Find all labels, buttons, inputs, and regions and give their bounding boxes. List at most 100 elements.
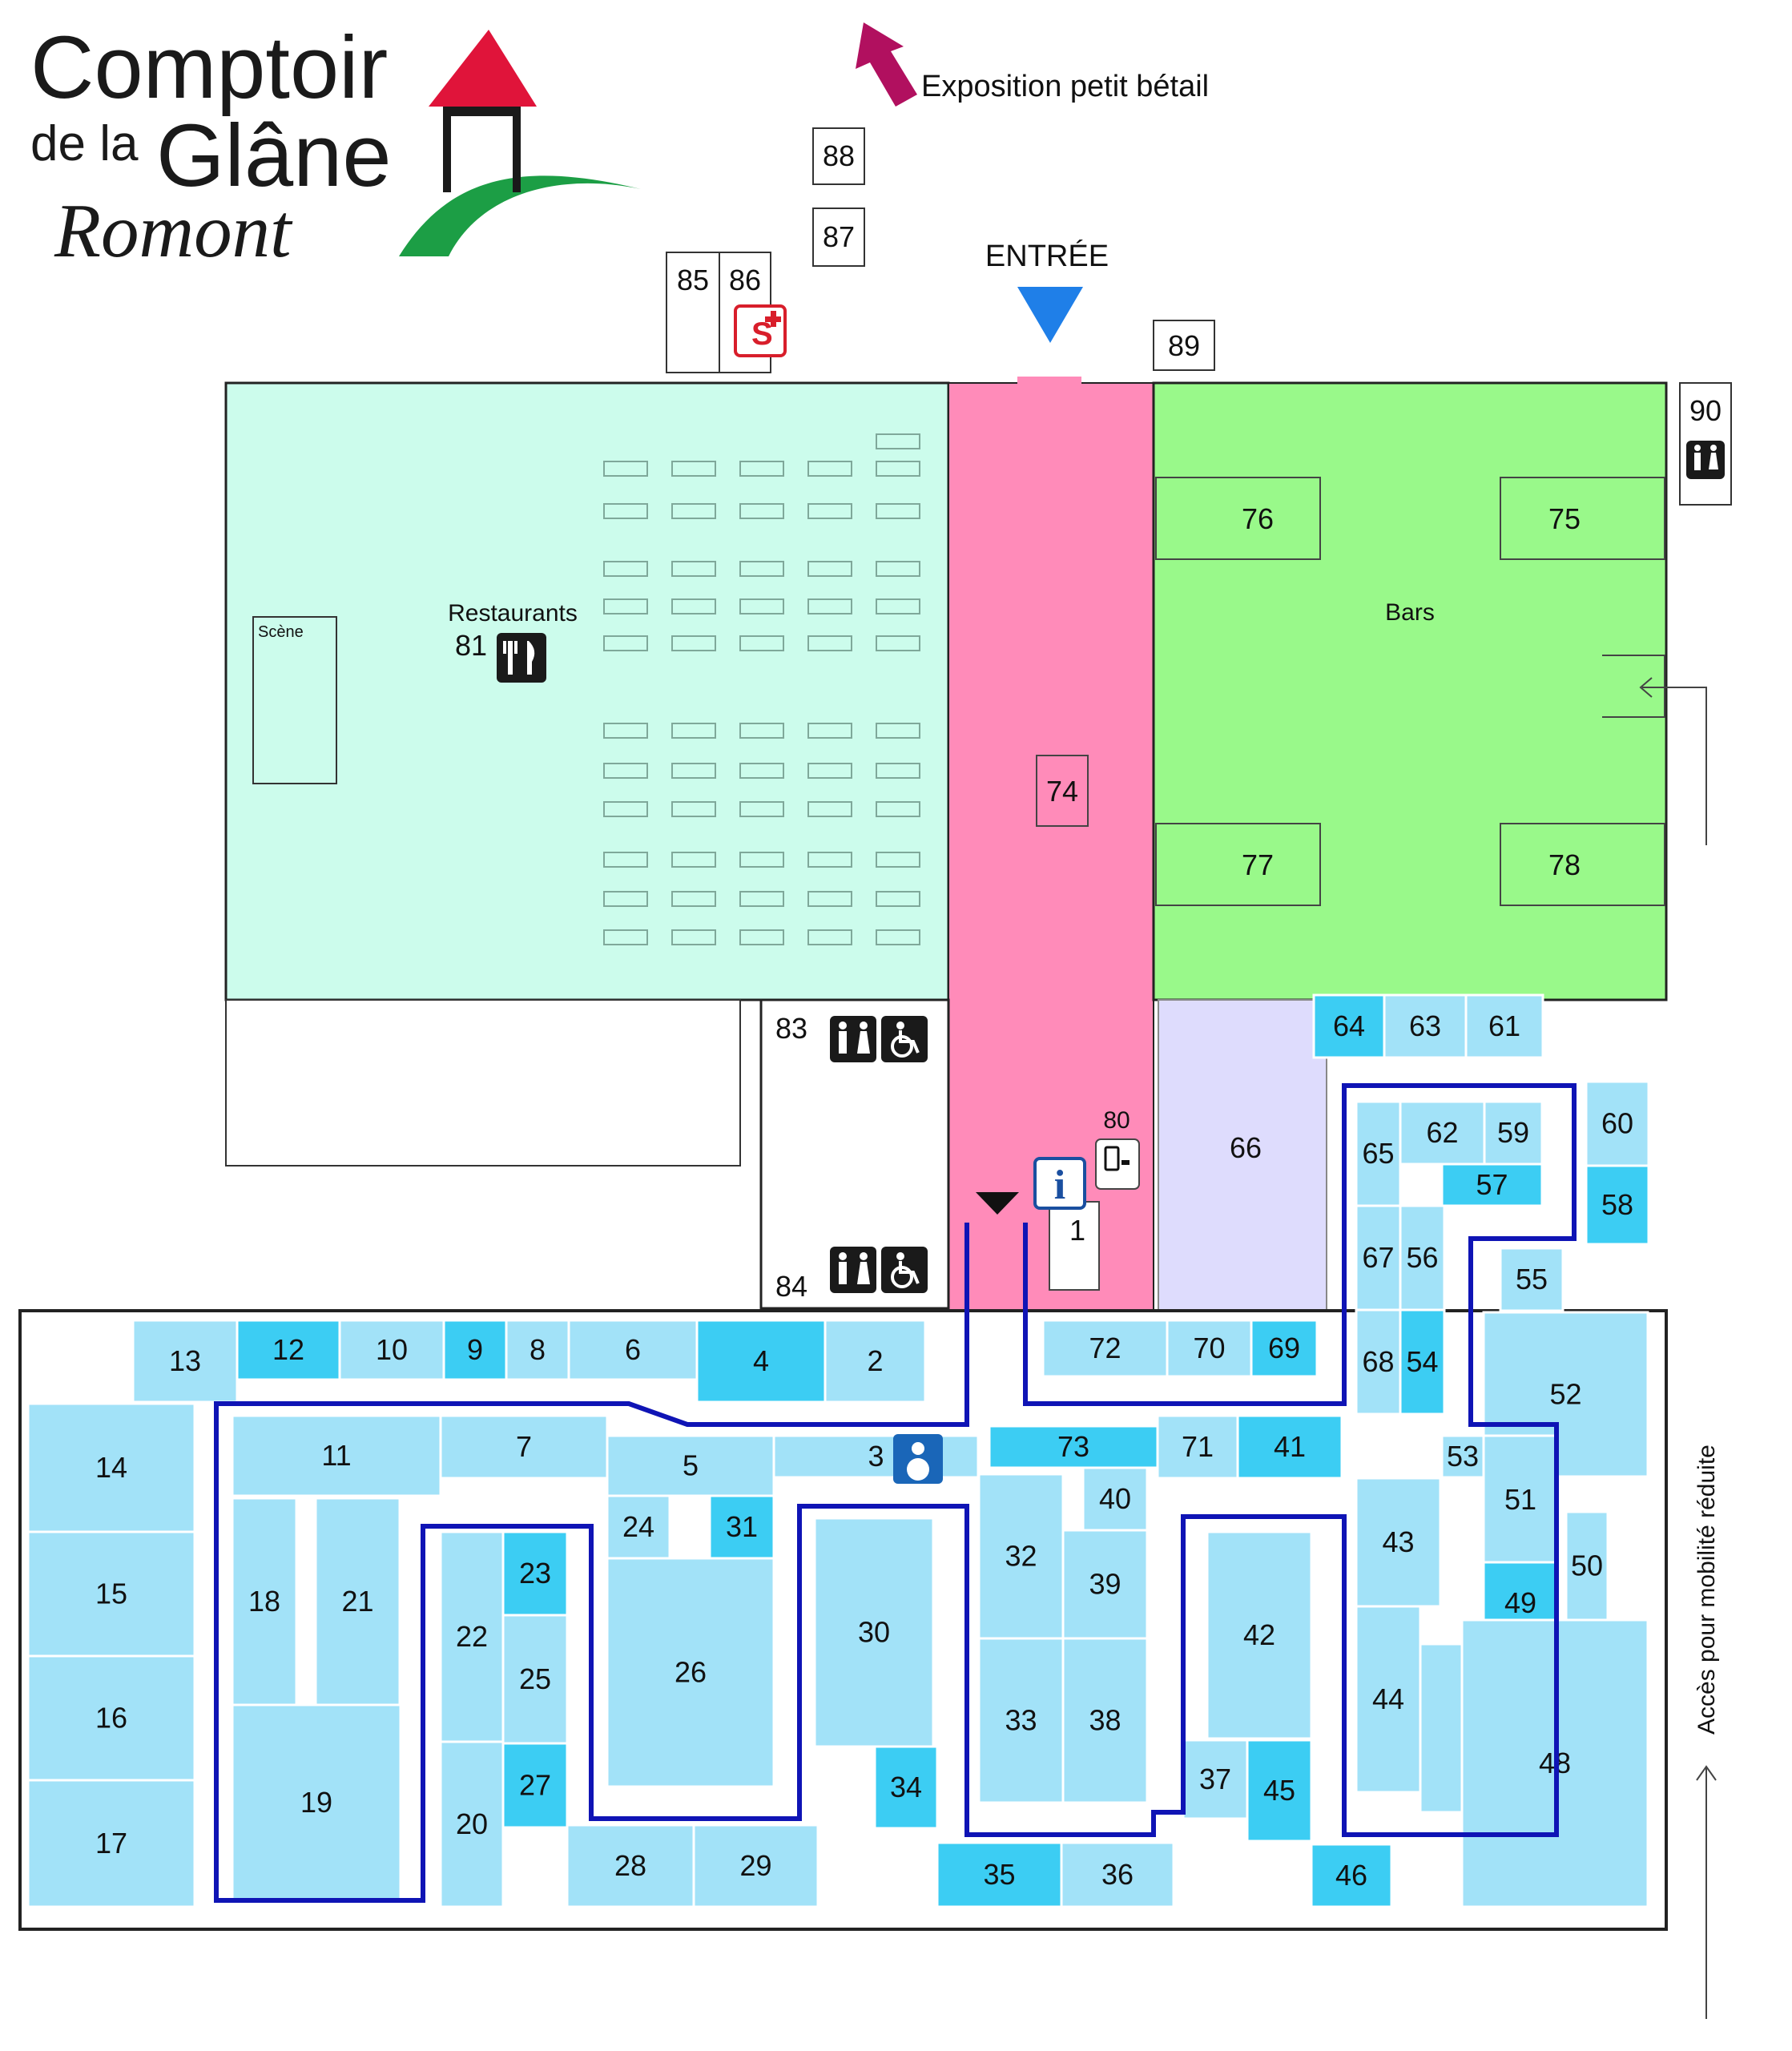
booth-51[interactable]: 51 <box>1482 1434 1559 1565</box>
booth-36[interactable]: 36 <box>1060 1841 1175 1908</box>
booth-26[interactable]: 26 <box>606 1557 775 1788</box>
booth-54[interactable]: 54 <box>1399 1308 1446 1416</box>
booth-34[interactable]: 34 <box>873 1745 939 1830</box>
booth-63[interactable]: 63 <box>1383 993 1468 1059</box>
booth-76[interactable]: 76 <box>1155 477 1321 560</box>
zone-66[interactable] <box>1158 999 1327 1317</box>
booth-60[interactable]: 60 <box>1585 1080 1650 1167</box>
booth-21-label: 21 <box>341 1585 373 1618</box>
stage[interactable]: Scène <box>252 616 337 784</box>
booth-28[interactable]: 28 <box>566 1823 695 1908</box>
booth-41[interactable]: 41 <box>1236 1414 1343 1480</box>
booth-45[interactable]: 45 <box>1246 1739 1313 1843</box>
booth-17[interactable]: 17 <box>26 1779 196 1908</box>
booth-32[interactable]: 32 <box>977 1473 1065 1640</box>
restaurant-zone[interactable] <box>224 381 950 1001</box>
booth-9[interactable]: 9 <box>442 1319 508 1381</box>
booth-12-label: 12 <box>272 1333 304 1366</box>
booth-42[interactable]: 42 <box>1206 1530 1313 1740</box>
booth-37[interactable]: 37 <box>1182 1739 1249 1820</box>
booth-50[interactable]: 50 <box>1564 1510 1609 1622</box>
booth-89-label: 89 <box>1168 329 1200 362</box>
booth-69[interactable]: 69 <box>1250 1319 1319 1378</box>
booth-46[interactable]: 46 <box>1310 1843 1393 1908</box>
booth-4[interactable]: 4 <box>695 1319 827 1404</box>
booth-64[interactable]: 64 <box>1312 993 1386 1059</box>
logo-line2b: Glâne <box>156 107 392 205</box>
booth-13[interactable]: 13 <box>131 1319 239 1404</box>
booth-56[interactable]: 56 <box>1399 1204 1446 1312</box>
booth-24[interactable]: 24 <box>606 1494 671 1560</box>
booth-75[interactable]: 75 <box>1500 477 1665 560</box>
booth-59[interactable]: 59 <box>1483 1100 1544 1166</box>
booth-69-area <box>1250 1319 1319 1378</box>
booth-21[interactable]: 21 <box>314 1497 401 1706</box>
booth-16[interactable]: 16 <box>26 1654 196 1782</box>
booth-72[interactable]: 72 <box>1041 1319 1169 1378</box>
booth-58[interactable]: 58 <box>1585 1164 1650 1246</box>
booth-44[interactable]: 44 <box>1355 1605 1422 1794</box>
booth-6[interactable]: 6 <box>567 1319 699 1381</box>
booth-62[interactable]: 62 <box>1399 1100 1486 1166</box>
booth-27[interactable]: 27 <box>501 1742 569 1829</box>
booth-61[interactable]: 61 <box>1464 993 1544 1059</box>
booth-77[interactable]: 77 <box>1155 823 1321 906</box>
booth-71[interactable]: 71 <box>1156 1414 1239 1480</box>
booth-68[interactable]: 68 <box>1355 1308 1402 1416</box>
booth-23[interactable]: 23 <box>501 1530 569 1617</box>
booth-29[interactable]: 29 <box>692 1823 819 1908</box>
booth-63-label: 63 <box>1409 1009 1441 1042</box>
booth-35[interactable]: 35 <box>936 1841 1063 1908</box>
booth-22[interactable]: 22 <box>439 1530 505 1743</box>
booth-74[interactable]: 74 <box>1036 755 1089 827</box>
booth-10[interactable]: 10 <box>338 1319 445 1381</box>
booth-33[interactable]: 33 <box>977 1637 1065 1804</box>
booth-57[interactable]: 57 <box>1440 1163 1544 1207</box>
booth-46-label: 46 <box>1335 1859 1367 1892</box>
entrance-label: ENTRÉE <box>985 239 1109 273</box>
booth-11[interactable]: 11 <box>231 1414 442 1497</box>
booth-43[interactable]: 43 <box>1355 1477 1442 1608</box>
booth-38[interactable]: 38 <box>1061 1637 1149 1804</box>
first-aid-icon: S <box>734 304 787 357</box>
booth-89[interactable]: 89 <box>1153 320 1215 371</box>
booth-12[interactable]: 12 <box>236 1319 341 1381</box>
booth-65[interactable]: 65 <box>1355 1100 1402 1207</box>
booth-6-area <box>567 1319 699 1381</box>
booth-7[interactable]: 7 <box>439 1414 609 1480</box>
booth-45-label: 45 <box>1263 1774 1295 1807</box>
booth-10-area <box>338 1319 445 1381</box>
booth-87-label: 87 <box>823 220 855 253</box>
booth-55[interactable]: 55 <box>1499 1247 1564 1312</box>
booth-20[interactable]: 20 <box>439 1740 505 1908</box>
booth-25[interactable]: 25 <box>501 1614 569 1745</box>
booth-2[interactable]: 2 <box>824 1319 927 1404</box>
booth-87[interactable]: 87 <box>812 208 865 267</box>
booth-53[interactable]: 53 <box>1440 1434 1485 1479</box>
bar-zone[interactable] <box>1152 381 1668 1001</box>
booth-31[interactable]: 31 <box>708 1494 775 1560</box>
booth-30[interactable]: 30 <box>813 1517 935 1748</box>
booth-43-label: 43 <box>1382 1525 1414 1558</box>
booth-3[interactable]: 3 <box>772 1434 980 1479</box>
booth-67[interactable]: 67 <box>1355 1204 1402 1312</box>
booth-19[interactable]: 19 <box>231 1703 402 1902</box>
booth-85[interactable]: 85 <box>666 252 720 373</box>
booth-36-area <box>1060 1841 1175 1908</box>
booth-8[interactable]: 8 <box>505 1319 570 1381</box>
booth-78[interactable]: 78 <box>1500 823 1665 906</box>
booth-18[interactable]: 18 <box>231 1497 298 1706</box>
booth-90[interactable]: 90 <box>1679 382 1732 506</box>
booth-39[interactable]: 39 <box>1061 1529 1149 1640</box>
booth-52-label: 52 <box>1549 1378 1581 1411</box>
booth-40[interactable]: 40 <box>1081 1466 1149 1532</box>
booth-73[interactable]: 73 <box>988 1424 1159 1469</box>
booth-70[interactable]: 70 <box>1166 1319 1253 1378</box>
booth-5[interactable]: 5 <box>606 1434 775 1497</box>
booth-69-label: 69 <box>1268 1332 1300 1364</box>
booth-68-label: 68 <box>1362 1345 1394 1378</box>
booth-1[interactable]: 1 <box>1049 1201 1100 1291</box>
booth-14[interactable]: 14 <box>26 1402 196 1533</box>
booth-88[interactable]: 88 <box>812 127 865 185</box>
booth-15[interactable]: 15 <box>26 1530 196 1658</box>
